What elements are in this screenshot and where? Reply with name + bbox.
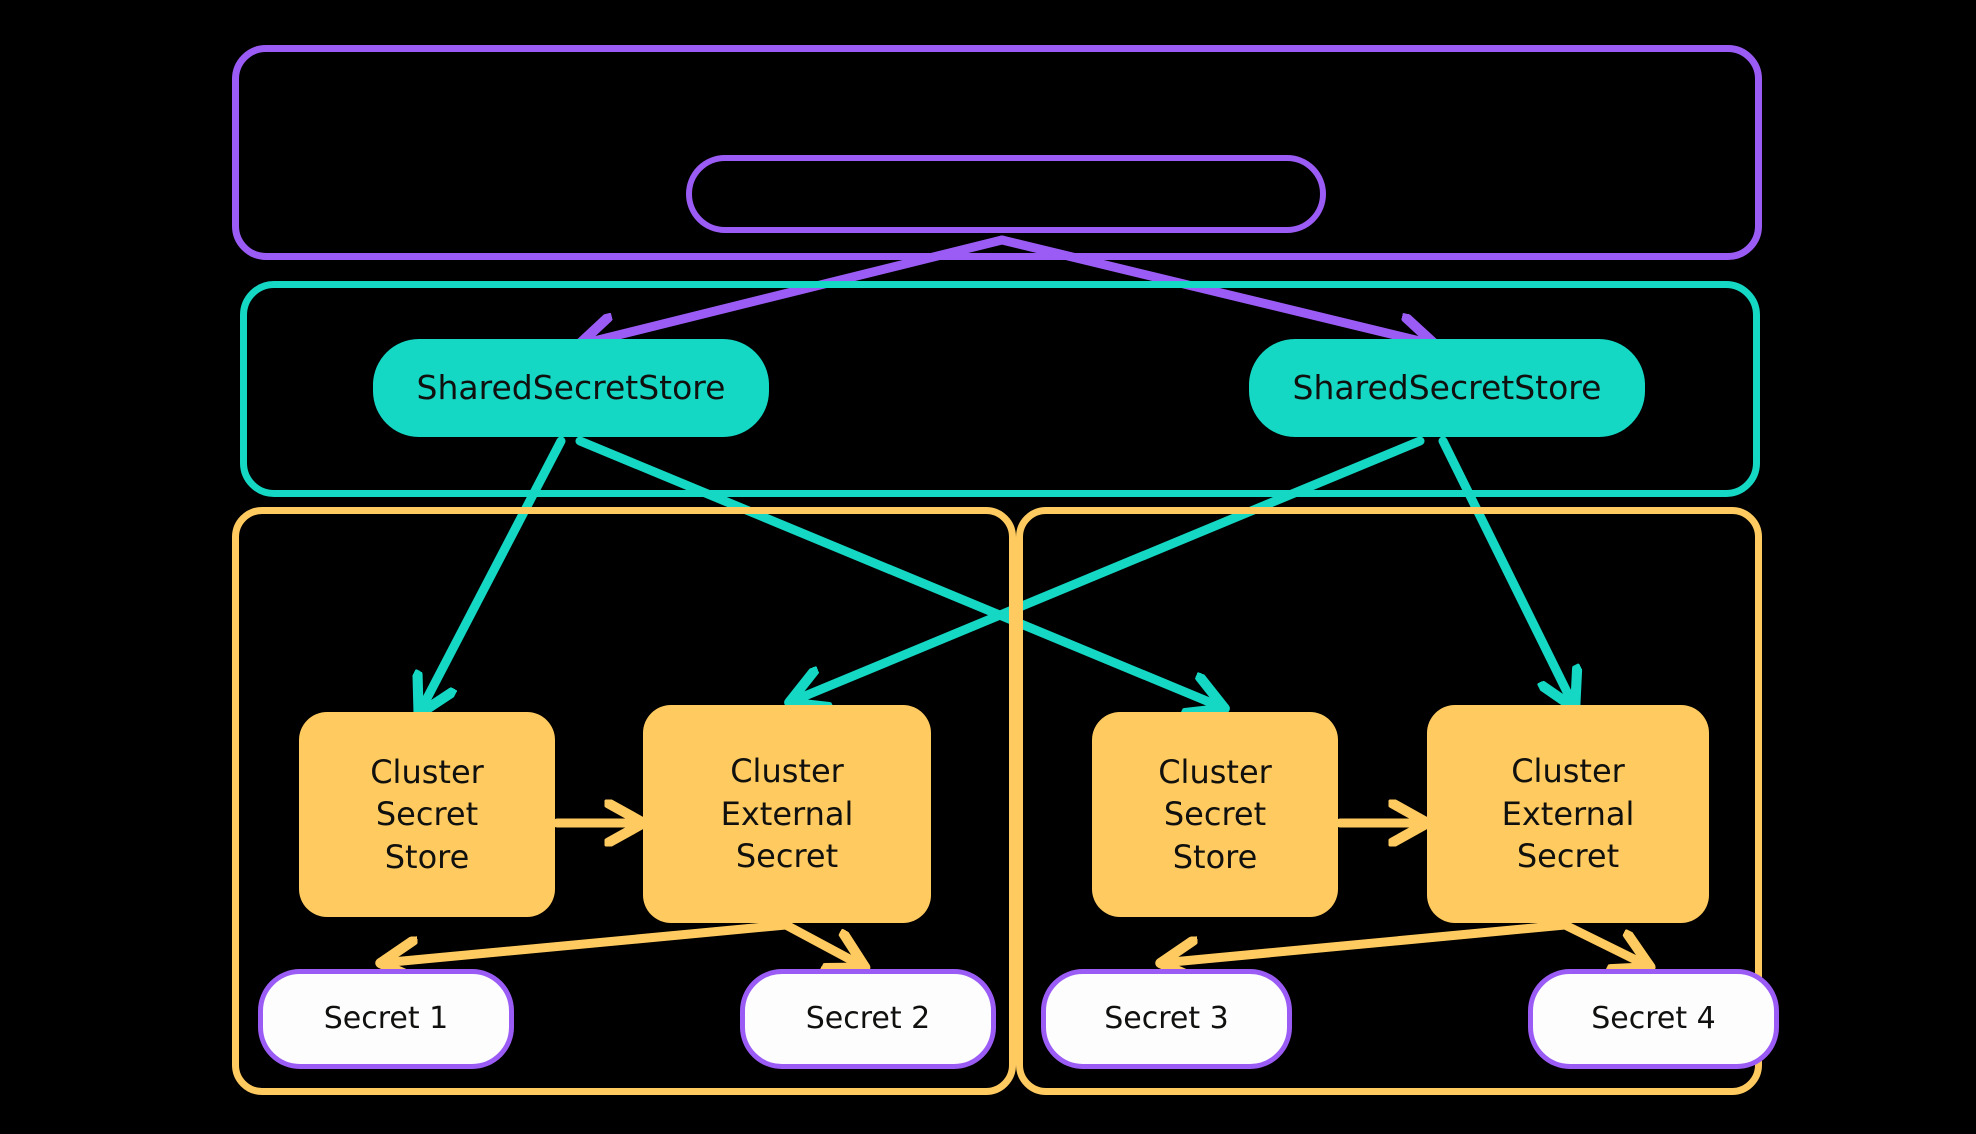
node-secret-3[interactable]: Secret 3 bbox=[1041, 969, 1292, 1069]
node-cluster-secret-store-right[interactable]: Cluster Secret Store bbox=[1092, 712, 1338, 917]
node-cluster-external-secret-left[interactable]: Cluster External Secret bbox=[643, 705, 931, 923]
node-controller[interactable] bbox=[686, 155, 1326, 233]
node-shared-secret-store-left[interactable]: SharedSecretStore bbox=[373, 339, 769, 437]
node-secret-2[interactable]: Secret 2 bbox=[740, 969, 996, 1069]
node-secret-4-label: Secret 4 bbox=[1591, 1001, 1716, 1037]
node-secret-1-label: Secret 1 bbox=[323, 1001, 449, 1037]
node-shared-secret-store-left-label: SharedSecretStore bbox=[416, 368, 726, 408]
node-secret-4[interactable]: Secret 4 bbox=[1528, 969, 1779, 1069]
node-cluster-external-secret-left-label: Cluster External Secret bbox=[720, 752, 854, 876]
node-cluster-external-secret-right[interactable]: Cluster External Secret bbox=[1427, 705, 1709, 923]
node-secret-2-label: Secret 2 bbox=[805, 1001, 931, 1037]
container-yellow-scope-left bbox=[232, 507, 1016, 1095]
node-cluster-secret-store-right-label: Cluster Secret Store bbox=[1158, 752, 1272, 876]
node-shared-secret-store-right[interactable]: SharedSecretStore bbox=[1249, 339, 1645, 437]
node-cluster-secret-store-left[interactable]: Cluster Secret Store bbox=[299, 712, 555, 917]
node-secret-3-label: Secret 3 bbox=[1104, 1001, 1229, 1037]
container-teal-scope bbox=[240, 281, 1760, 497]
container-purple-scope bbox=[232, 45, 1762, 260]
node-secret-1[interactable]: Secret 1 bbox=[258, 969, 514, 1069]
node-cluster-external-secret-right-label: Cluster External Secret bbox=[1501, 752, 1635, 876]
container-yellow-scope-right bbox=[1016, 507, 1762, 1095]
node-shared-secret-store-right-label: SharedSecretStore bbox=[1292, 368, 1602, 408]
node-cluster-secret-store-left-label: Cluster Secret Store bbox=[370, 752, 484, 876]
